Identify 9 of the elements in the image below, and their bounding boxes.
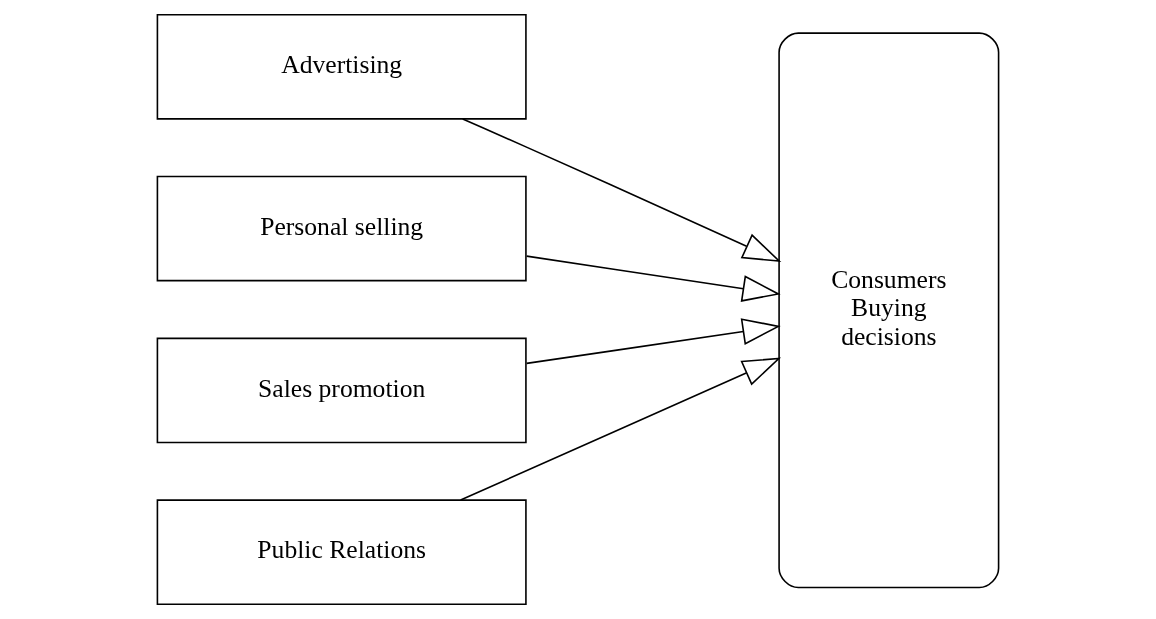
node-box: Personal selling	[156, 175, 527, 282]
arrow	[525, 255, 781, 302]
node-box: Sales promotion	[156, 337, 527, 444]
node-box: Advertising	[156, 13, 527, 120]
arrow	[461, 118, 782, 262]
node-box: Consumers Buying decisions	[778, 32, 1000, 589]
arrow	[525, 318, 781, 365]
arrow	[459, 357, 782, 501]
node-box: Public Relations	[156, 499, 527, 606]
